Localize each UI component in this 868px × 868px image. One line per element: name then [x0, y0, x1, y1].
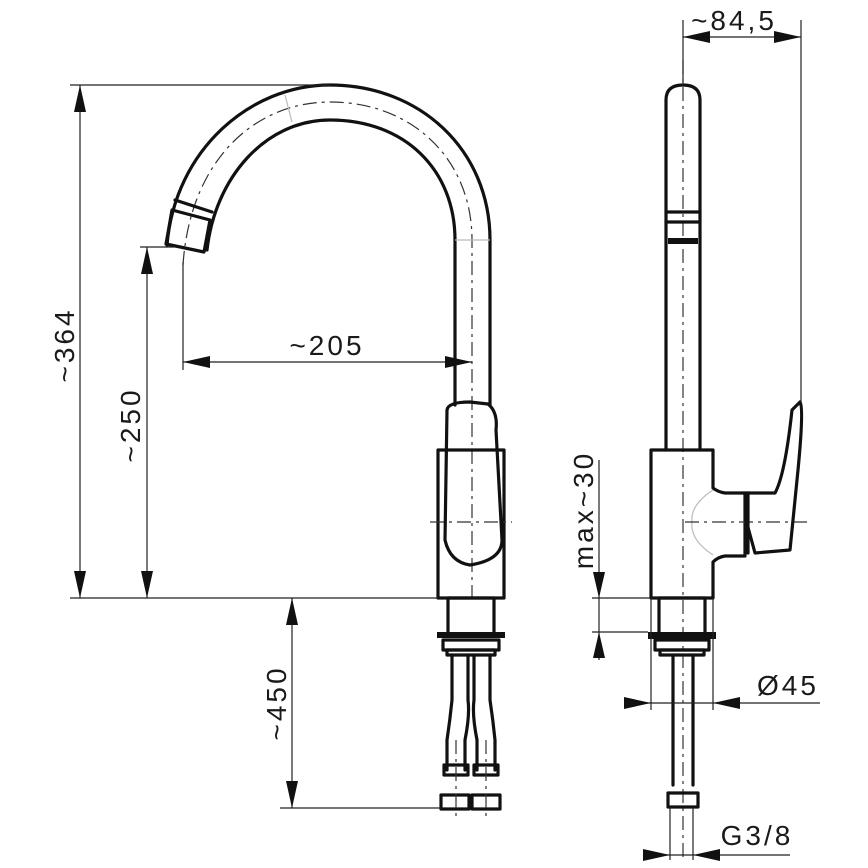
- dim-connection-thread: G3/8: [721, 820, 794, 851]
- dim-max-deck: max~30: [568, 451, 599, 569]
- aerator-ring: [173, 198, 214, 214]
- spout-outer-edge: [165, 83, 492, 407]
- dim-side-width: ~84,5: [691, 5, 777, 36]
- spout-inner-edge: [205, 118, 457, 407]
- side-view: [648, 60, 810, 860]
- side-dimensions: ~84,5 max~30 Ø45 G3/8: [568, 5, 820, 861]
- dim-spout-reach: ~205: [289, 330, 364, 361]
- faucet-body: [436, 448, 506, 600]
- mounting-shank: [446, 596, 496, 636]
- base-washer: [437, 632, 505, 638]
- side-lever: [743, 400, 804, 555]
- side-shank: [657, 596, 707, 636]
- lever-handle: [443, 400, 504, 567]
- side-body: [649, 448, 747, 600]
- dim-base-diameter: Ø45: [757, 670, 819, 701]
- dim-total-height: ~364: [49, 307, 80, 382]
- hose-right: [471, 653, 479, 772]
- hose-nut-left: [439, 793, 471, 811]
- aerator: [164, 208, 212, 254]
- dim-hose-length: ~450: [261, 665, 292, 740]
- hose-left: [445, 653, 454, 772]
- front-dimensions: ~364 ~250 ~205 ~450: [49, 84, 472, 809]
- dim-spout-height: ~250: [115, 387, 146, 462]
- side-hose-nut: [666, 791, 700, 809]
- spout-centerline: [182, 101, 473, 600]
- front-view: [164, 83, 512, 820]
